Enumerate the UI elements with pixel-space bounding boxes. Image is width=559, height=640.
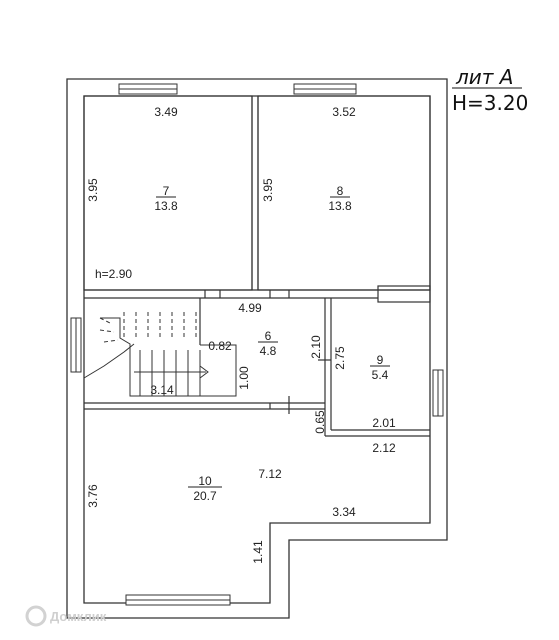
room-9-area: 5.4 — [372, 368, 389, 382]
room-7-area: 13.8 — [154, 199, 178, 213]
dim-room8-depth: 3.95 — [261, 178, 275, 202]
dim-room10-depth: 3.76 — [86, 484, 100, 508]
room-10-number: 10 — [198, 474, 212, 488]
dim-room10-width: 7.12 — [258, 467, 282, 481]
dim-room7-depth: 3.95 — [86, 178, 100, 202]
height-label: H=3.20 — [452, 91, 528, 115]
room-7-number: 7 — [163, 184, 170, 198]
dim-room9-depth: 2.75 — [333, 346, 347, 370]
room-8-area: 13.8 — [328, 199, 352, 213]
room-9-number: 9 — [377, 353, 384, 367]
room-8-number: 8 — [337, 184, 344, 198]
staircase — [83, 312, 237, 397]
dim-stair-gap: 0.82 — [208, 339, 232, 353]
dim-bay-width: 3.34 — [332, 505, 356, 519]
windows — [70, 83, 444, 606]
dim-stair-length: 3.14 — [150, 383, 174, 397]
outer-walls — [66, 78, 448, 619]
dim-room8-width: 3.52 — [332, 105, 356, 119]
dim-ceiling-height: h=2.90 — [95, 267, 132, 281]
dim-corridor-length: 4.99 — [238, 301, 262, 315]
watermark: Домклик — [25, 605, 107, 627]
watermark-text: Домклик — [50, 609, 107, 624]
dim-wall-step: 0.65 — [313, 410, 327, 434]
room-6-number: 6 — [265, 329, 272, 343]
watermark-logo-icon — [25, 605, 47, 627]
building-label: лит А — [455, 65, 513, 89]
dim-stair-width: 1.00 — [237, 366, 251, 390]
fraction-lines — [156, 196, 390, 488]
room-6-area: 4.8 — [260, 344, 277, 358]
room-10-area: 20.7 — [193, 489, 217, 503]
dim-bay-depth: 1.41 — [251, 540, 265, 564]
dim-room7-width: 3.49 — [154, 105, 178, 119]
dim-room6-depth: 2.10 — [309, 335, 323, 359]
dim-room9-outer: 2.12 — [372, 441, 396, 455]
interior-walls — [83, 95, 431, 437]
doors — [204, 290, 331, 414]
dim-room9-width: 2.01 — [372, 416, 396, 430]
